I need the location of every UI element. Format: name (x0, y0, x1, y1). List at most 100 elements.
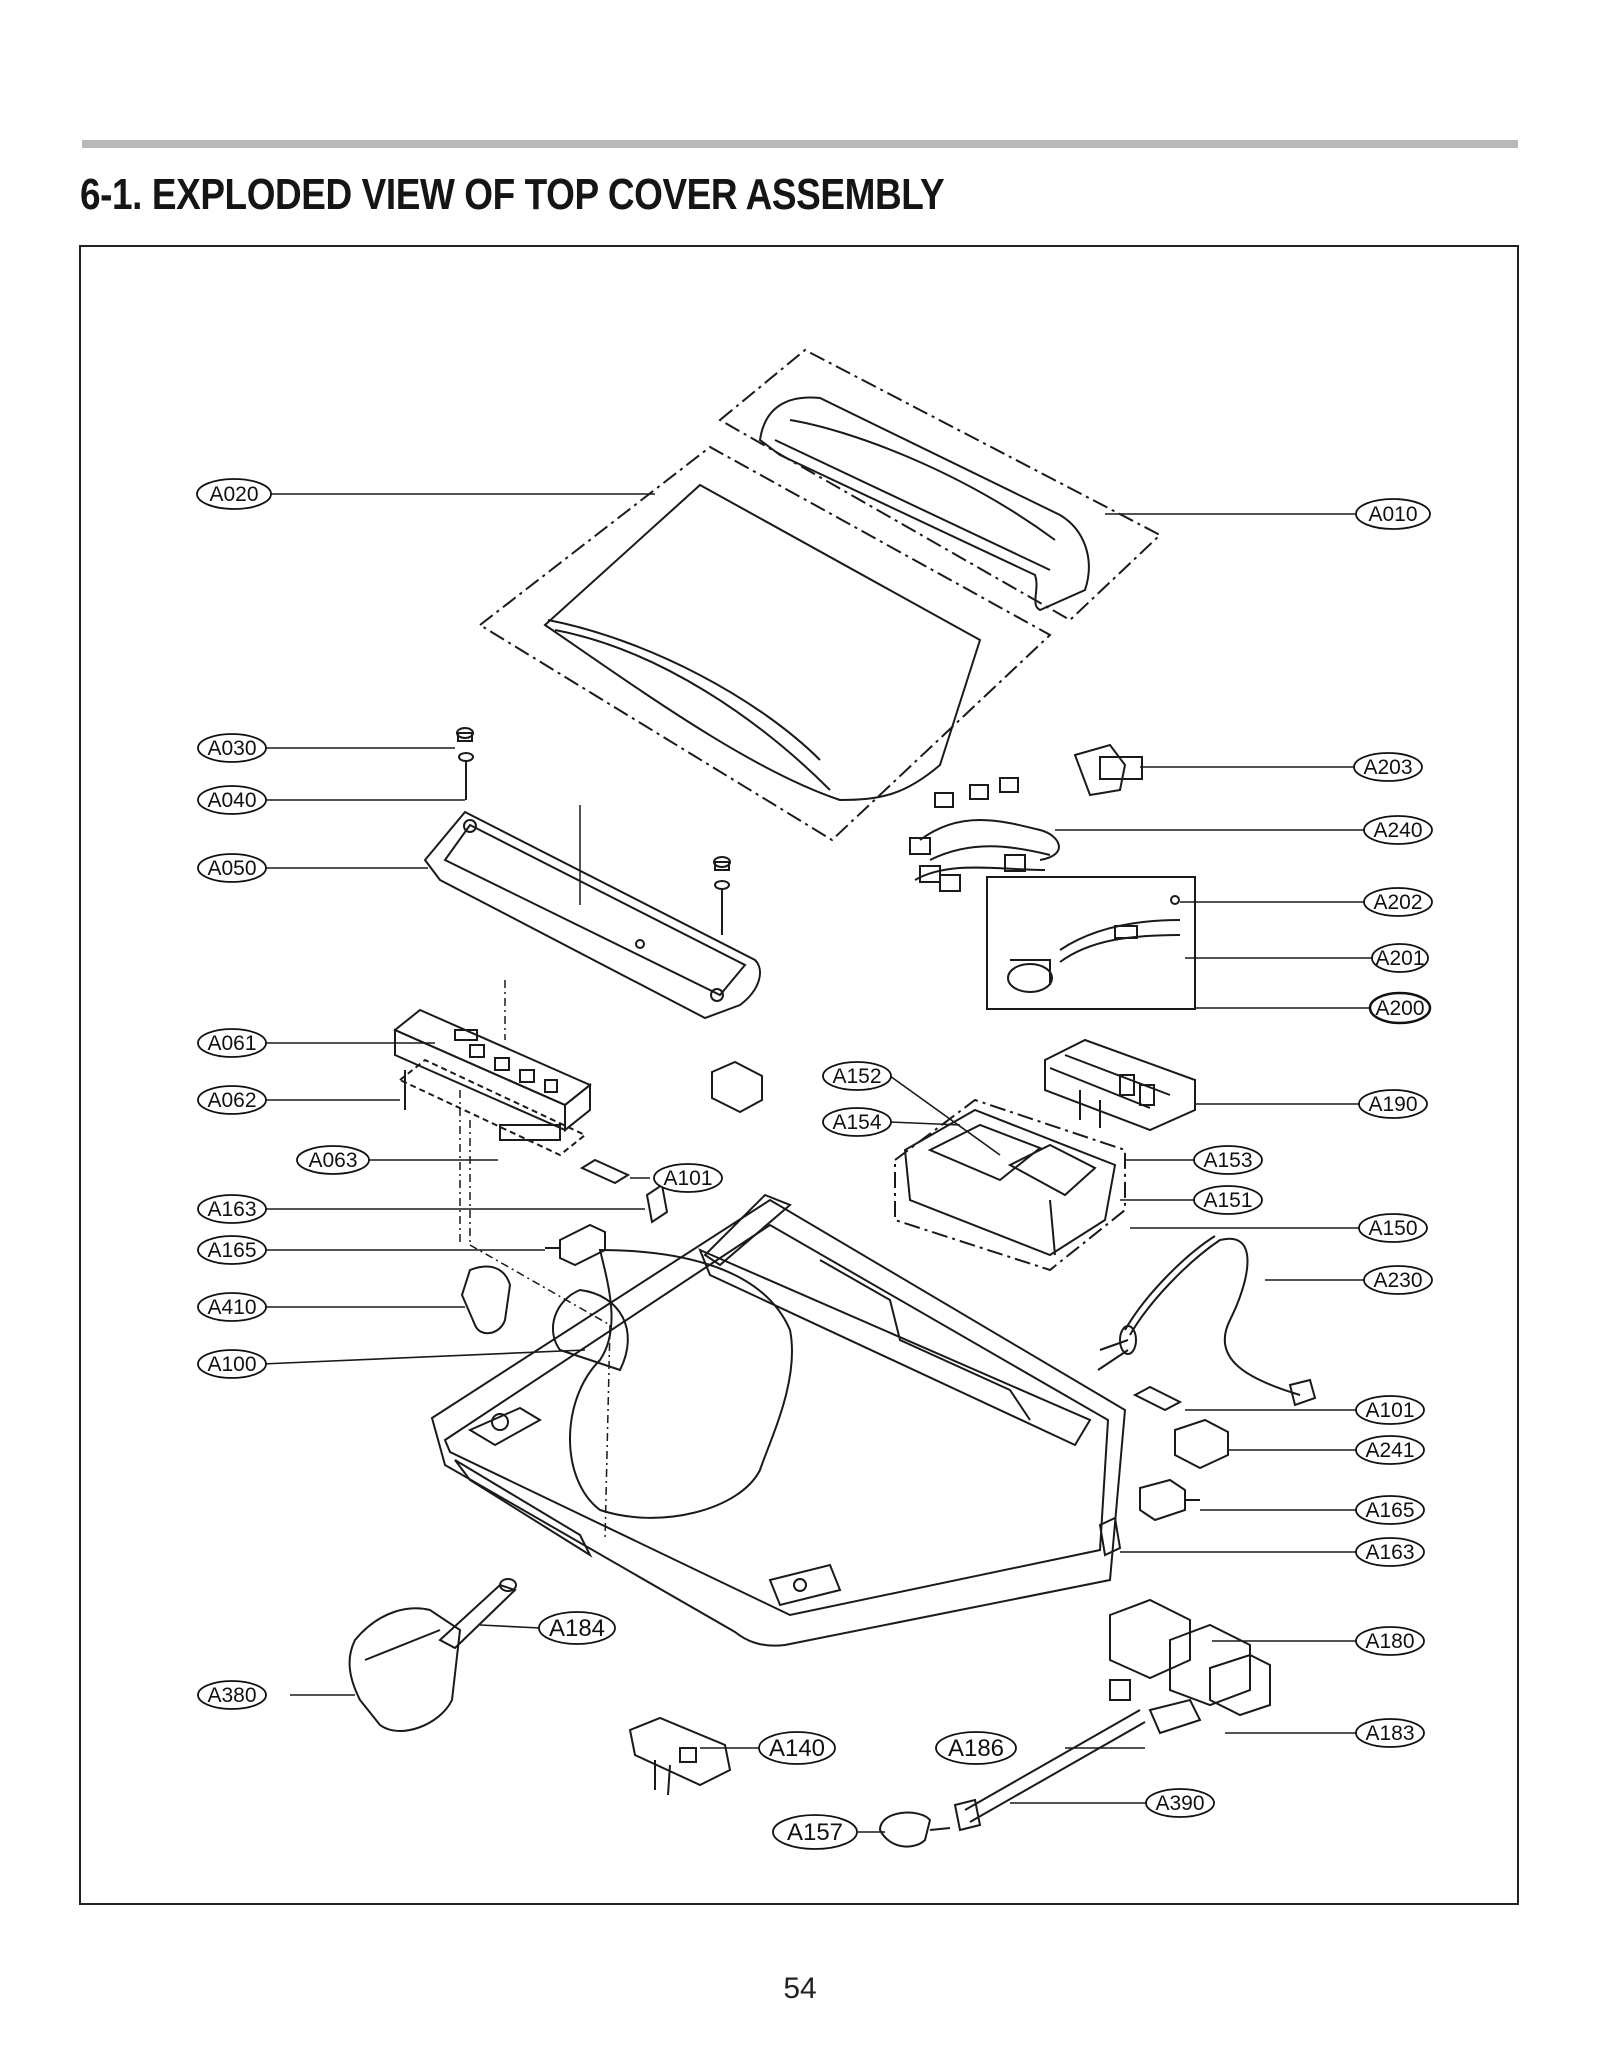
callout-a180: A180 (1355, 1626, 1425, 1656)
svg-text:A152: A152 (832, 1065, 881, 1088)
svg-text:A010: A010 (1368, 503, 1417, 526)
svg-text:A153: A153 (1203, 1149, 1252, 1172)
svg-text:A101: A101 (663, 1167, 712, 1190)
svg-text:A030: A030 (207, 737, 256, 760)
callout-a230: A230 (1363, 1265, 1433, 1295)
callout-a062: A062 (197, 1085, 267, 1115)
switch-cover-right-part (1132, 1385, 1183, 1412)
callout-a390: A390 (1145, 1788, 1215, 1818)
callout-a030: A030 (197, 733, 267, 763)
noise-filter-right-part (1174, 1418, 1229, 1470)
callout-a163-right: A163 (1355, 1537, 1425, 1567)
callout-a150: A150 (1358, 1213, 1428, 1243)
callout-a101-right: A101 (1355, 1395, 1425, 1425)
callout-a063: A063 (296, 1145, 370, 1175)
upper-dispenser-part (1044, 1038, 1196, 1132)
pcb-assembly-part (393, 980, 631, 1541)
callout-a165-left: A165 (197, 1235, 267, 1265)
funnel-part (878, 1811, 951, 1848)
callout-a154: A154 (822, 1107, 892, 1137)
callout-a101-left: A101 (653, 1163, 723, 1193)
svg-text:A240: A240 (1373, 819, 1422, 842)
callout-a050: A050 (197, 853, 267, 883)
svg-text:A183: A183 (1365, 1722, 1414, 1745)
svg-text:A190: A190 (1368, 1093, 1417, 1116)
svg-text:A186: A186 (948, 1735, 1004, 1762)
lid-lock-part (628, 1716, 732, 1796)
callout-a100: A100 (197, 1349, 267, 1379)
svg-text:A151: A151 (1203, 1189, 1252, 1212)
callout-a410: A410 (197, 1292, 267, 1322)
callout-a190: A190 (1358, 1089, 1428, 1119)
water-valve-part (953, 1598, 1271, 1832)
callout-a165-right: A165 (1355, 1495, 1425, 1525)
callout-a010: A010 (1355, 498, 1431, 530)
svg-text:A241: A241 (1365, 1439, 1414, 1462)
svg-text:A180: A180 (1365, 1630, 1414, 1653)
wire-harness-part (909, 743, 1143, 892)
svg-text:A165: A165 (1365, 1499, 1414, 1522)
callout-a202: A202 (1363, 887, 1433, 917)
top-cover-part (430, 1193, 1127, 1647)
svg-text:A140: A140 (769, 1735, 825, 1762)
detergent-dispenser-part (894, 1098, 1126, 1272)
glass-lid-part (478, 445, 1052, 842)
callout-a153: A153 (1193, 1145, 1263, 1175)
svg-text:A230: A230 (1373, 1269, 1422, 1292)
pressure-sensor-part (986, 876, 1196, 1010)
callout-a241: A241 (1355, 1435, 1425, 1465)
svg-text:A154: A154 (832, 1111, 881, 1134)
svg-text:A200: A200 (1375, 997, 1424, 1020)
diagram-frame (79, 245, 1519, 1905)
svg-text:A150: A150 (1368, 1217, 1417, 1240)
svg-text:A380: A380 (207, 1684, 256, 1707)
callout-a020: A020 (196, 478, 272, 510)
noise-filter-part (711, 1060, 763, 1114)
switch-cover-part (645, 1183, 669, 1224)
svg-text:A410: A410 (207, 1296, 256, 1319)
leader-lines (261, 493, 1372, 1833)
filter-part (460, 1265, 512, 1335)
svg-text:A020: A020 (209, 483, 258, 506)
callout-a183: A183 (1355, 1718, 1425, 1748)
svg-text:A157: A157 (787, 1819, 843, 1846)
svg-text:A100: A100 (207, 1353, 256, 1376)
svg-text:A061: A061 (207, 1032, 256, 1055)
callout-a152: A152 (822, 1061, 892, 1091)
power-cord-part (1097, 1235, 1317, 1407)
callout-a201: A201 (1371, 943, 1429, 973)
callout-a163-left: A163 (197, 1194, 267, 1224)
svg-text:A390: A390 (1155, 1792, 1204, 1815)
callout-a380: A380 (197, 1680, 267, 1710)
svg-text:A062: A062 (207, 1089, 256, 1112)
callout-a186: A186 (935, 1731, 1017, 1765)
callout-a140: A140 (758, 1731, 836, 1765)
lid-lock-switch-right-part (1139, 1478, 1200, 1522)
svg-text:A063: A063 (308, 1149, 357, 1172)
svg-text:A163: A163 (1365, 1541, 1414, 1564)
svg-text:A184: A184 (549, 1615, 605, 1642)
svg-text:A202: A202 (1373, 891, 1422, 914)
detergent-hose-part (348, 1578, 517, 1732)
callout-a200: A200 (1368, 991, 1432, 1025)
svg-text:A201: A201 (1375, 947, 1424, 970)
lid-lock-switch-part (545, 1223, 606, 1267)
callout-a157: A157 (772, 1814, 858, 1850)
callout-a203: A203 (1353, 752, 1423, 782)
switch-right-part (1098, 1516, 1122, 1557)
svg-text:A101: A101 (1365, 1399, 1414, 1422)
callout-a040: A040 (197, 785, 267, 815)
callout-a151: A151 (1193, 1185, 1263, 1215)
svg-text:A050: A050 (207, 857, 256, 880)
hinge-cover-part (423, 727, 761, 1020)
svg-text:A040: A040 (207, 789, 256, 812)
page-number: 54 (783, 1972, 817, 2005)
callout-a240: A240 (1363, 815, 1433, 845)
svg-text:A203: A203 (1363, 756, 1412, 779)
header-rule (82, 140, 1518, 148)
page-title: 6-1. EXPLODED VIEW OF TOP COVER ASSEMBLY (80, 170, 945, 219)
callout-a061: A061 (197, 1028, 267, 1058)
svg-text:A163: A163 (207, 1198, 256, 1221)
callout-a184: A184 (538, 1611, 616, 1645)
